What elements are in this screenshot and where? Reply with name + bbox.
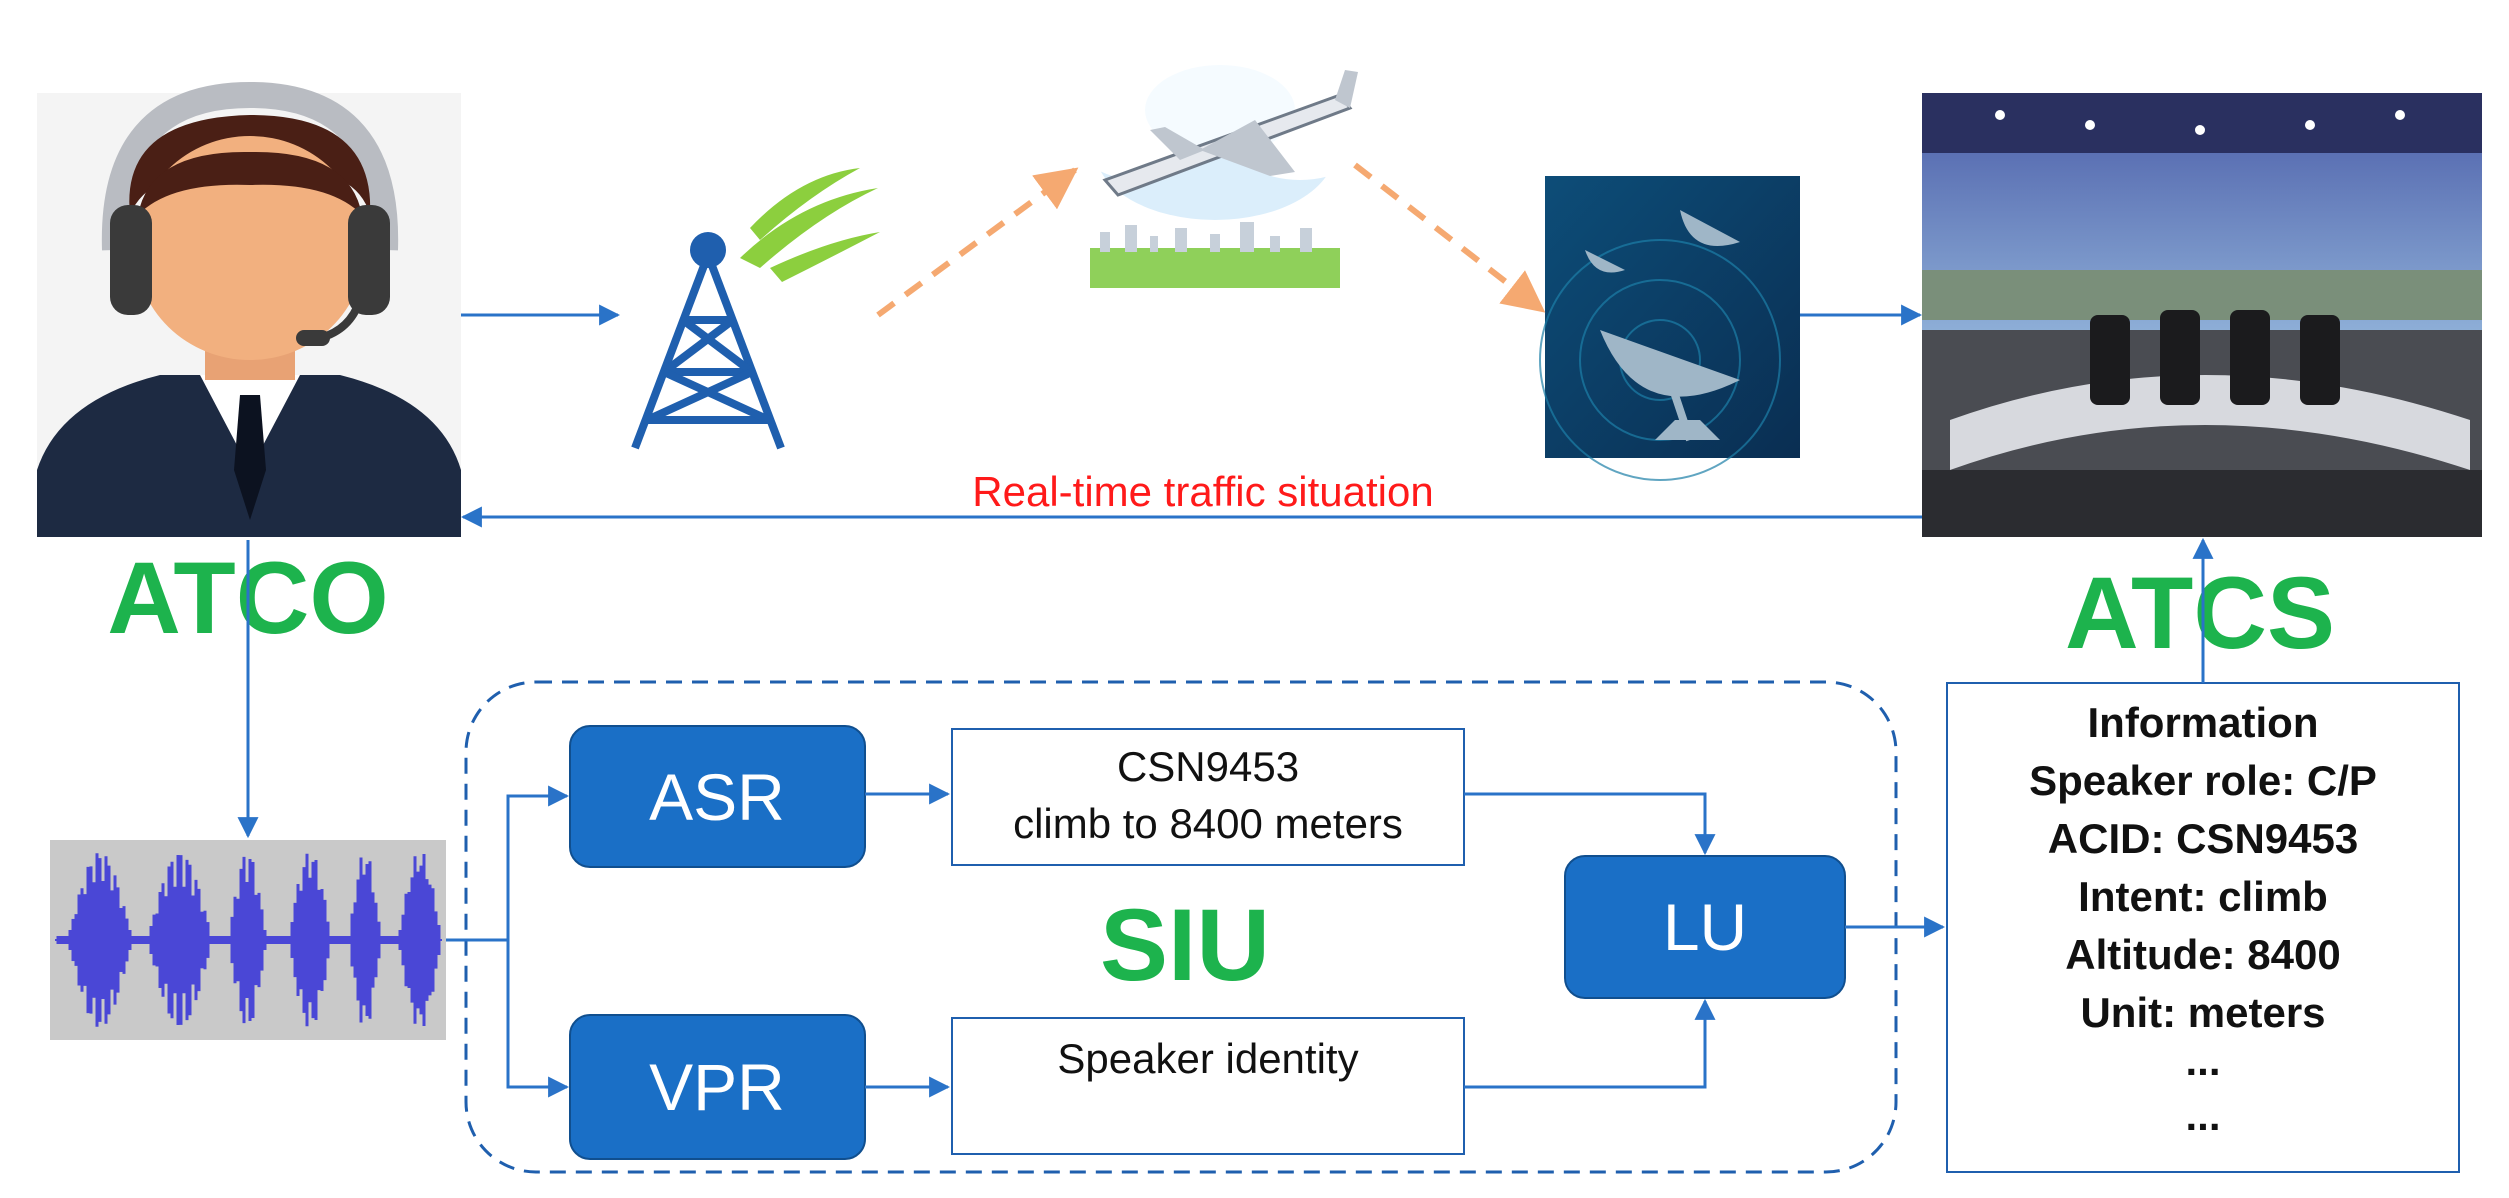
radar-dish-icon: [1539, 176, 1800, 481]
atcs-label: ATCS: [2065, 556, 2335, 670]
aircraft-to-radar-link: [1353, 162, 1546, 313]
info-line-ellipsis-2: ...: [2185, 1092, 2220, 1139]
info-line-ellipsis-1: ...: [2185, 1037, 2220, 1084]
aircraft-icon: [1070, 65, 1370, 288]
radio-tower-icon: [631, 168, 880, 450]
control-room-image: [1922, 93, 2482, 537]
siu-label: SIU: [1100, 888, 1270, 1002]
asr-output-to-lu-arrow: [1464, 792, 1716, 856]
asr-module: ASR: [569, 725, 866, 868]
asr-output-line1: CSN9453: [1117, 743, 1299, 790]
vpr-module: VPR: [569, 1014, 866, 1160]
realtime-label: Real-time traffic situation: [972, 468, 1433, 515]
speech-waveform-icon: [50, 840, 446, 1040]
asr-label: ASR: [649, 760, 785, 834]
info-line-unit: Unit: meters: [2080, 989, 2325, 1036]
vpr-output-to-lu-arrow: [1464, 998, 1716, 1089]
waveform-to-vpr-arrow: [506, 940, 570, 1098]
asr-output-box: CSN9453 climb to 8400 meters: [951, 728, 1465, 866]
info-line-intent: Intent: climb: [2078, 873, 2328, 920]
vpr-label: VPR: [649, 1050, 785, 1124]
asr-output-line2: climb to 8400 meters: [1013, 800, 1403, 847]
vpr-output-line1: Speaker identity: [1057, 1035, 1358, 1082]
vpr-output-box: Speaker identity: [951, 1017, 1465, 1155]
info-line-acid: ACID: CSN9453: [2048, 815, 2358, 862]
info-line-altitude: Altitude: 8400: [2065, 931, 2340, 978]
tower-to-aircraft-link: [876, 167, 1079, 318]
lu-module: LU: [1564, 855, 1846, 999]
lu-label: LU: [1663, 890, 1747, 964]
info-line-title: Information: [2088, 699, 2319, 746]
info-panel: Information Speaker role: C/P ACID: CSN9…: [1946, 682, 2460, 1173]
info-line-speaker-role: Speaker role: C/P: [2029, 757, 2377, 804]
waveform-to-asr-arrow: [506, 785, 570, 940]
controller-avatar-icon: [37, 81, 461, 537]
